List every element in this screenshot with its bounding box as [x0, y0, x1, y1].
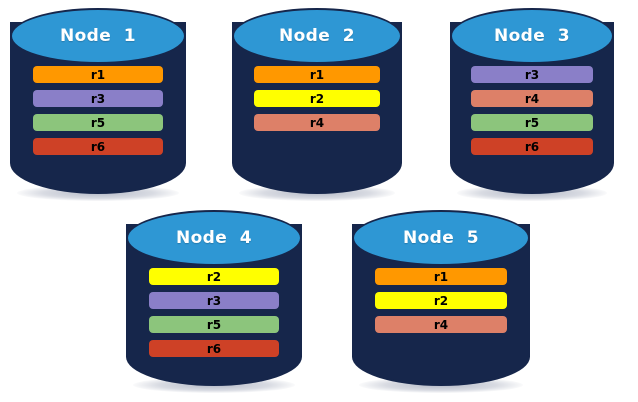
node-5-record-r2[interactable]: r2	[375, 292, 507, 309]
node-5-record-r4[interactable]: r4	[375, 316, 507, 333]
node-1-record-r1[interactable]: r1	[32, 66, 164, 83]
node-2[interactable]: Node 2 r1 r2 r4	[232, 8, 402, 201]
node-4[interactable]: Node 4 r2 r3 r5 r6	[126, 210, 302, 393]
node-3-record-list: r3 r4 r5 r6	[450, 66, 614, 155]
node-3[interactable]: Node 3 r3 r4 r5 r6	[450, 8, 614, 201]
node-3-record-r4-label: r4	[524, 91, 540, 106]
node-1-cylinder-top: Node 1	[10, 8, 186, 64]
node-2-record-list: r1 r2 r4	[232, 66, 402, 131]
node-1-record-r5-label: r5	[90, 115, 106, 130]
node-1-record-r3-label: r3	[90, 91, 106, 106]
node-3-record-r4[interactable]: r4	[471, 90, 593, 107]
node-2-cylinder-top: Node 2	[232, 8, 402, 64]
node-1-record-r6[interactable]: r6	[32, 138, 164, 155]
node-4-record-r5-label: r5	[206, 317, 222, 332]
node-3-record-r3[interactable]: r3	[471, 66, 593, 83]
node-1-record-r6-label: r6	[90, 139, 106, 154]
node-5-cylinder-top: Node 5	[352, 210, 530, 266]
node-4-record-r5[interactable]: r5	[148, 316, 280, 333]
node-3-record-r5[interactable]: r5	[471, 114, 593, 131]
node-2-title: Node 2	[278, 26, 356, 46]
node-4-record-r6-label: r6	[206, 341, 222, 356]
node-3-record-r3-label: r3	[524, 67, 540, 82]
node-1-record-r1-label: r1	[90, 67, 106, 82]
node-1[interactable]: Node 1 r1 r3 r5 r6	[10, 8, 186, 201]
node-4-record-r6[interactable]: r6	[148, 340, 280, 357]
node-3-record-r5-label: r5	[524, 115, 540, 130]
node-5-title: Node 5	[402, 228, 480, 248]
node-5[interactable]: Node 5 r1 r2 r4	[352, 210, 530, 393]
node-4-record-list: r2 r3 r5 r6	[126, 268, 302, 357]
node-4-title: Node 4	[175, 228, 253, 248]
node-3-record-r6-label: r6	[524, 139, 540, 154]
node-1-record-r3[interactable]: r3	[32, 90, 164, 107]
node-5-record-r1-label: r1	[433, 269, 449, 284]
node-4-cylinder-top: Node 4	[126, 210, 302, 266]
node-4-record-r3[interactable]: r3	[148, 292, 280, 309]
node-5-record-r2-label: r2	[433, 293, 449, 308]
node-4-record-r2-label: r2	[206, 269, 222, 284]
node-3-record-r6[interactable]: r6	[471, 138, 593, 155]
node-2-record-r4[interactable]: r4	[254, 114, 380, 131]
node-2-record-r1-label: r1	[309, 67, 325, 82]
node-1-title: Node 1	[59, 26, 137, 46]
node-5-record-r4-label: r4	[433, 317, 449, 332]
node-3-title: Node 3	[493, 26, 571, 46]
node-4-record-r2[interactable]: r2	[148, 268, 280, 285]
node-5-record-list: r1 r2 r4	[352, 268, 530, 333]
node-1-record-r5[interactable]: r5	[32, 114, 164, 131]
node-4-record-r3-label: r3	[206, 293, 222, 308]
node-2-record-r1[interactable]: r1	[254, 66, 380, 83]
node-5-record-r1[interactable]: r1	[375, 268, 507, 285]
node-2-record-r2[interactable]: r2	[254, 90, 380, 107]
node-2-record-r2-label: r2	[309, 91, 325, 106]
node-1-record-list: r1 r3 r5 r6	[10, 66, 186, 155]
node-2-record-r4-label: r4	[309, 115, 325, 130]
node-3-cylinder-top: Node 3	[450, 8, 614, 64]
